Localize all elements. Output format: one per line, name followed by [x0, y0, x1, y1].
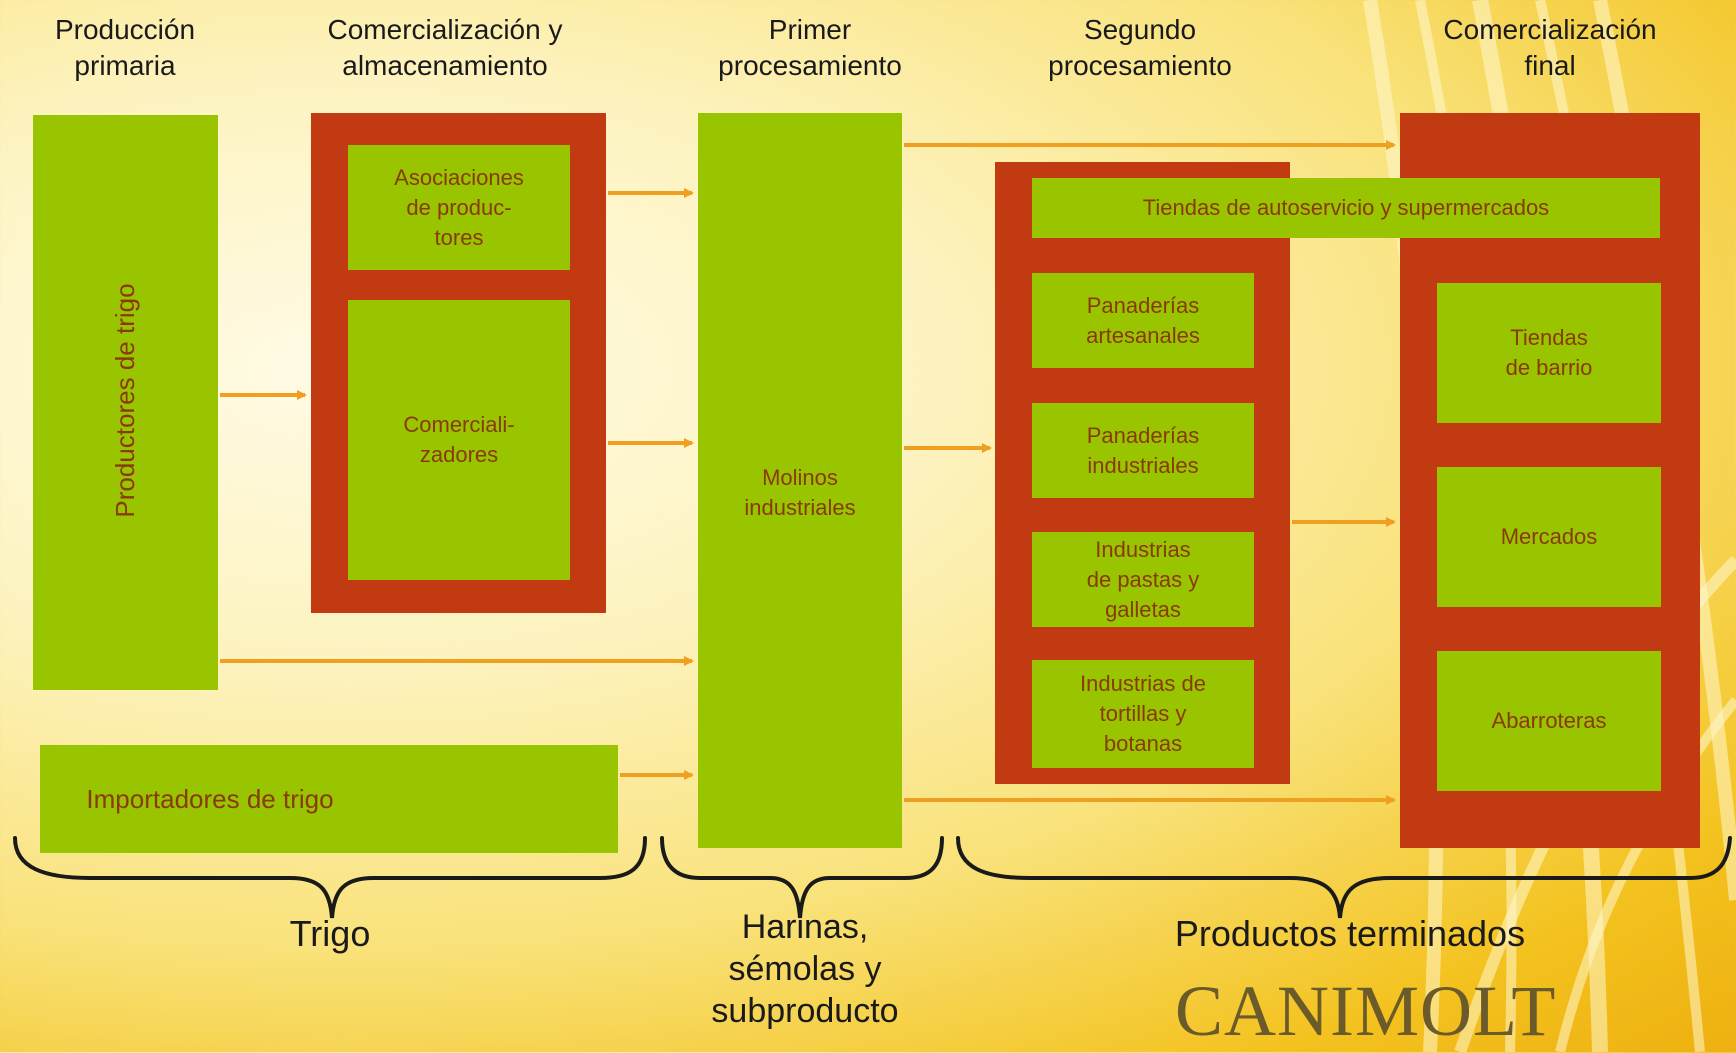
tiendas-de-barrio-box: Tiendas de barrio	[1437, 283, 1661, 423]
abarroteras-label: Abarroteras	[1491, 708, 1607, 733]
header-comercializacion-final: Comercialización final	[1443, 14, 1657, 81]
header-segundo-procesamiento: Segundo procesamiento	[1048, 14, 1232, 81]
panaderias-industriales-label: Panaderías industriales	[1086, 422, 1200, 478]
header-comercializacion-almacenamiento: Comercialización y almacenamiento	[327, 14, 563, 81]
productores-de-trigo-box: Productores de trigo	[33, 115, 218, 690]
molinos-industriales-label: Molinos industriales	[744, 465, 856, 520]
brace-productos-terminados	[956, 836, 1732, 919]
panaderias-artesanales-box: Panaderías artesanales	[1032, 273, 1254, 368]
group-label-trigo: Trigo	[289, 913, 371, 954]
comercializadores-box: Comerciali- zadores	[348, 300, 570, 580]
tiendas-autoservicio-label: Tiendas de autoservicio y supermercados	[1142, 195, 1550, 220]
panaderias-industriales-box: Panaderías industriales	[1032, 403, 1254, 498]
panaderias-artesanales-label: Panaderías artesanales	[1086, 292, 1200, 348]
group-label-harinas: Harinas, sémolas y subproducto	[711, 908, 899, 1030]
asociaciones-label: Asociaciones de produc- tores	[394, 164, 524, 250]
importadores-de-trigo-box: Importadores de trigo	[40, 745, 618, 853]
header-produccion-primaria: Producción primaria	[54, 14, 196, 81]
importadores-de-trigo-label: Importadores de trigo	[86, 784, 334, 814]
canimolt-logo: CANIMOLT	[1175, 971, 1557, 1051]
mercados-box: Mercados	[1437, 467, 1661, 607]
comercializadores-label: Comerciali- zadores	[403, 412, 515, 467]
industrias-tortillas-box: Industrias de tortillas y botanas	[1032, 660, 1254, 768]
tiendas-de-barrio-label: Tiendas de barrio	[1505, 325, 1593, 380]
abarroteras-box: Abarroteras	[1437, 651, 1661, 791]
industrias-tortillas-label: Industrias de tortillas y botanas	[1080, 671, 1206, 756]
header-primer-procesamiento: Primer procesamiento	[718, 14, 902, 81]
asociaciones-box: Asociaciones de produc- tores	[348, 145, 570, 270]
brace-harinas	[660, 836, 944, 919]
group-label-productos-terminados: Productos terminados	[1174, 913, 1526, 954]
industrias-pastas-box: Industrias de pastas y galletas	[1032, 532, 1254, 627]
industrias-pastas-label: Industrias de pastas y galletas	[1086, 536, 1200, 622]
brace-trigo	[13, 836, 647, 919]
mercados-label: Mercados	[1500, 524, 1598, 549]
molinos-industriales-box: Molinos industriales	[698, 113, 902, 848]
tiendas-autoservicio-box: Tiendas de autoservicio y supermercados	[1032, 178, 1660, 238]
